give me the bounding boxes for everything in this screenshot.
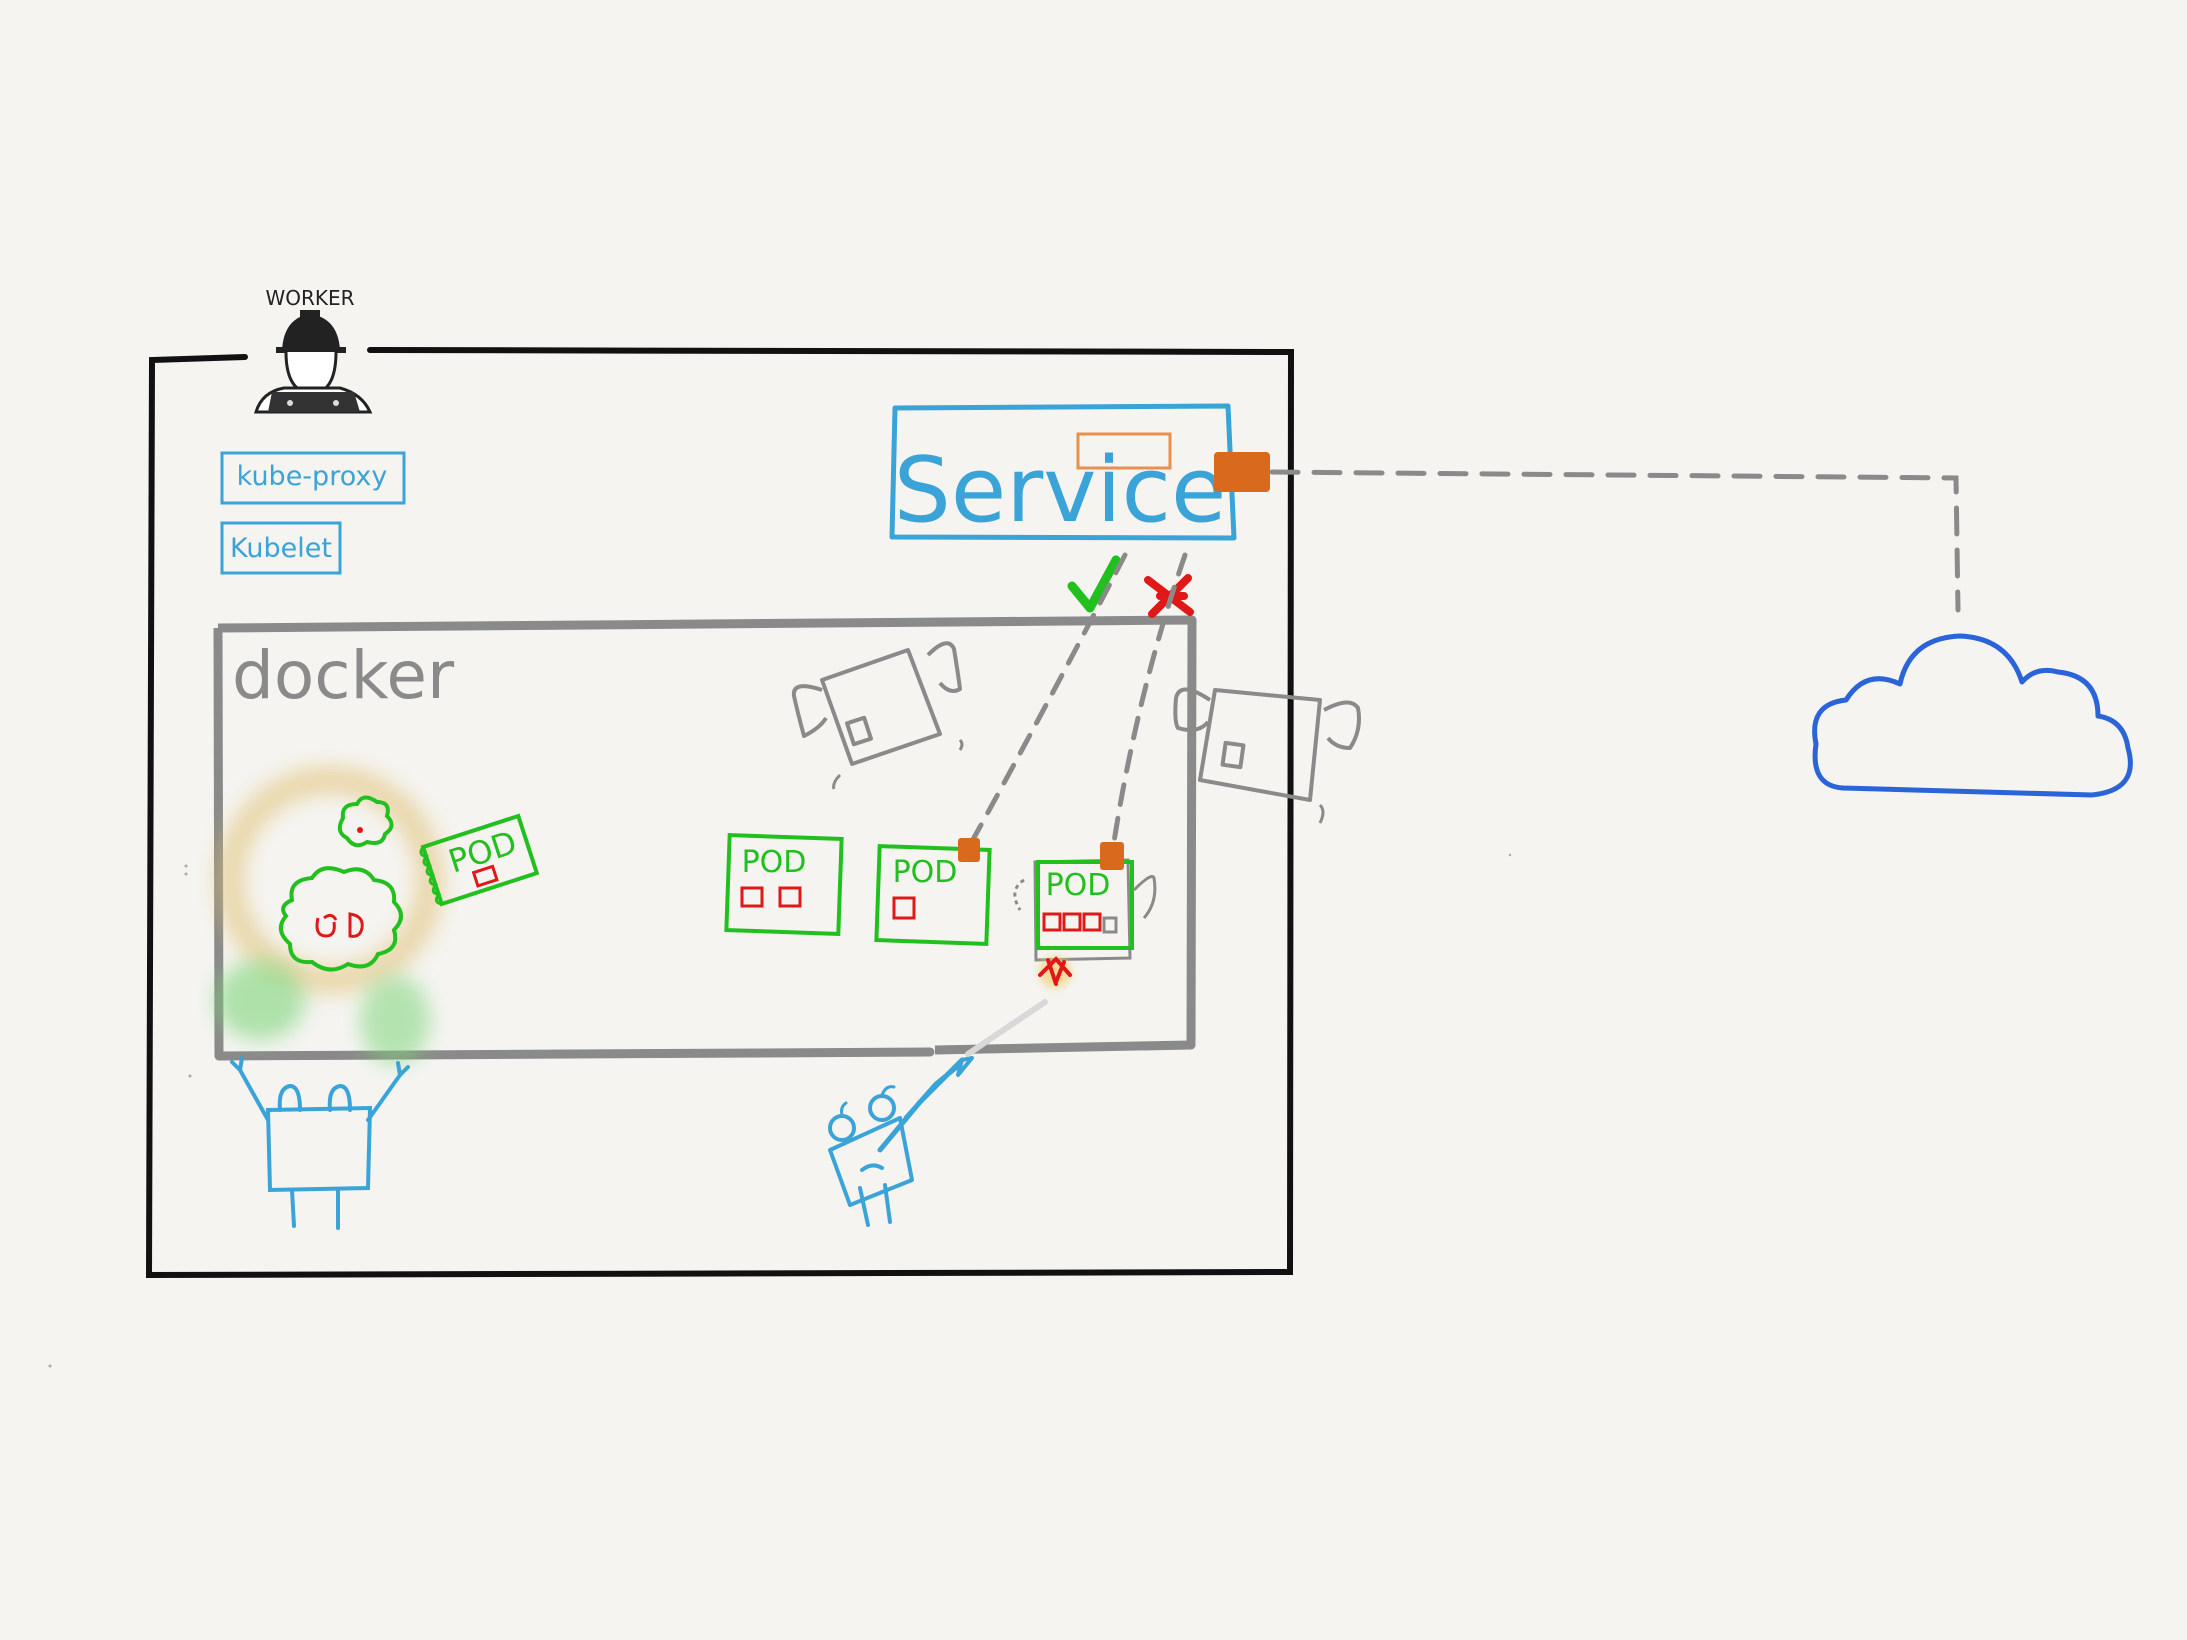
service-external-port: [1214, 452, 1270, 492]
worker-avatar-icon: WORKER: [253, 286, 373, 414]
cloud-icon: [1812, 633, 2133, 798]
kubelet-box: Kubelet: [220, 521, 342, 575]
pod-cloud-large: [278, 866, 403, 972]
pod-1-label: POD: [742, 845, 807, 880]
kube-proxy-label: kube-proxy: [237, 461, 388, 492]
service-label: Service: [894, 438, 1227, 543]
pod-cloud-small: [337, 795, 394, 848]
container-creature-shooter-icon: [828, 999, 1048, 1227]
worker-node-frame: [145, 347, 1295, 1279]
pod-2-endpoint: [958, 838, 980, 862]
pod-label-spawning: POD: [444, 823, 521, 881]
pod-2: POD: [874, 838, 992, 946]
service-box: Service: [889, 403, 1270, 543]
service-route-lines: [967, 552, 1188, 858]
kubelet-label: Kubelet: [230, 533, 332, 564]
pod-2-label: POD: [893, 855, 958, 890]
kube-proxy-box: kube-proxy: [220, 451, 406, 505]
pod-1: POD: [724, 833, 844, 936]
pod-3-endpoint: [1100, 842, 1124, 870]
container-creature-cheering-icon: [230, 1056, 410, 1230]
pod-3: POD: [1013, 842, 1157, 988]
external-route-line: [1269, 469, 1961, 613]
spawning-pod-group: POD: [215, 766, 540, 1065]
docker-box: docker: [213, 615, 1197, 1061]
docker-label: docker: [232, 637, 455, 714]
stray-marks: [48, 853, 1512, 1368]
worker-label: WORKER: [265, 286, 354, 310]
flying-box-2-icon: [1173, 687, 1361, 824]
service-port-outline: [1076, 432, 1172, 470]
flying-box-1-icon: [791, 641, 964, 790]
pod-3-label: POD: [1046, 868, 1111, 903]
routing-ok-mark: ✔: [1067, 555, 1121, 613]
